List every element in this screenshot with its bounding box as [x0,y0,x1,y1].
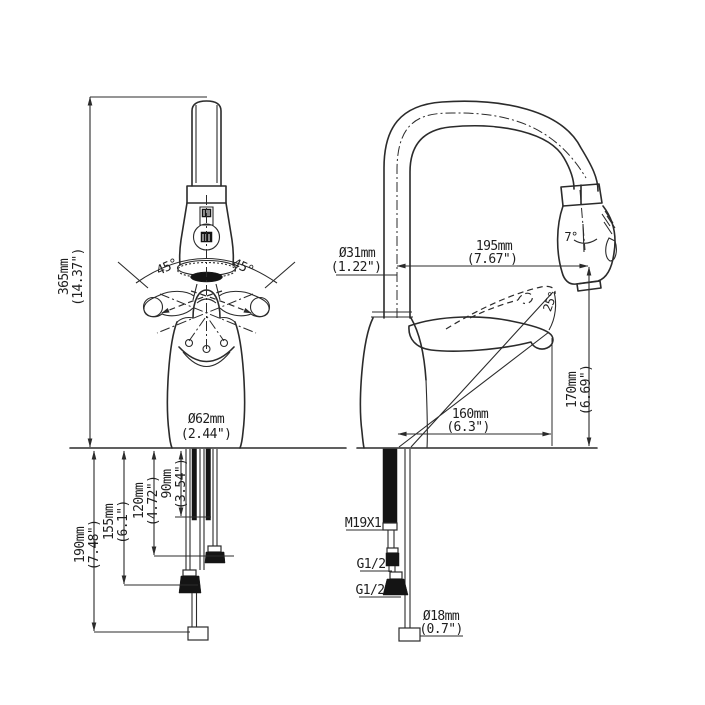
side-handle [408,316,554,352]
side-head-axis [579,189,586,251]
label-connection-1: G1/2 [357,557,386,572]
front-spray-head [178,202,235,266]
front-view: 45° 45° Ø62mm (2.44") [57,96,347,641]
label-overall-height: 365mm [57,258,72,295]
side-handle-raised [445,285,556,330]
side-neck-collar [371,311,413,318]
side-spray-head [556,205,616,285]
side-spout-centerline [396,112,587,318]
side-head-collar [560,183,603,207]
label-190-in: (7.48") [87,520,102,571]
side-body [359,317,427,449]
side-head-outlet [576,280,602,292]
side-head-grip-hatch [601,210,616,235]
front-chevron-centerlines [188,315,225,342]
front-base-arc-1 [178,346,235,363]
label-reach-160-in: (6.3") [446,420,489,435]
side-spout-outer [383,100,599,319]
label-hose-end-diameter: Ø18mm [423,609,460,624]
front-hoses [178,448,226,641]
label-swing-right: 45° [230,256,256,279]
label-connection-2: G1/2 [356,583,385,598]
label-thread-size: M19X1 [345,516,381,531]
label-155-in: (6.1") [116,500,131,543]
label-height-170-in: (6.69") [579,365,594,416]
front-body-top [176,316,236,323]
side-head-grip [605,237,617,262]
side-view: 7° 25° Ø31mm (1.22") 195mm (7.67") 170mm… [331,100,617,642]
front-base-arc-2 [182,351,231,367]
label-spout-diameter-in: (1.22") [331,260,382,275]
label-155: 155mm [102,503,117,540]
front-spout-tube-detail [195,105,218,183]
side-body-right [425,379,428,449]
label-height-170: 170mm [565,371,580,408]
front-handle-positions [142,290,271,334]
label-swing-left: 45° [154,256,180,279]
handle-angle-rays [398,291,554,448]
label-overall-height-in: (14.37") [71,248,86,306]
label-spout-diameter: Ø31mm [339,246,376,261]
label-body-diameter: Ø62mm [188,412,225,427]
label-90-in: (3.54") [174,459,189,510]
side-spout-inner [409,125,575,319]
label-120-in: (4.72") [146,476,161,527]
label-head-angle: 7° [564,230,577,244]
label-hose-end-diameter-in: (0.7") [419,622,462,637]
label-120: 120mm [132,482,147,519]
handle-angle-arc [548,291,557,331]
label-90: 90mm [160,469,175,499]
label-reach-195: 195mm [476,239,513,254]
front-body [166,321,246,449]
front-spout-tube [191,100,222,187]
label-reach-195-in: (7.67") [467,252,518,267]
label-190: 190mm [73,526,88,563]
swing-rays [117,261,296,289]
label-reach-160: 160mm [452,407,489,422]
side-under-counter [382,448,421,642]
side-handle-raised-detail [469,292,533,319]
head-angle-arc [573,223,598,253]
label-handle-angle: 25° [540,290,560,313]
label-body-diameter-in: (2.44") [181,427,232,442]
front-screw-left [184,338,194,348]
front-screw-right [219,338,229,348]
front-head-button-slot [199,206,214,226]
